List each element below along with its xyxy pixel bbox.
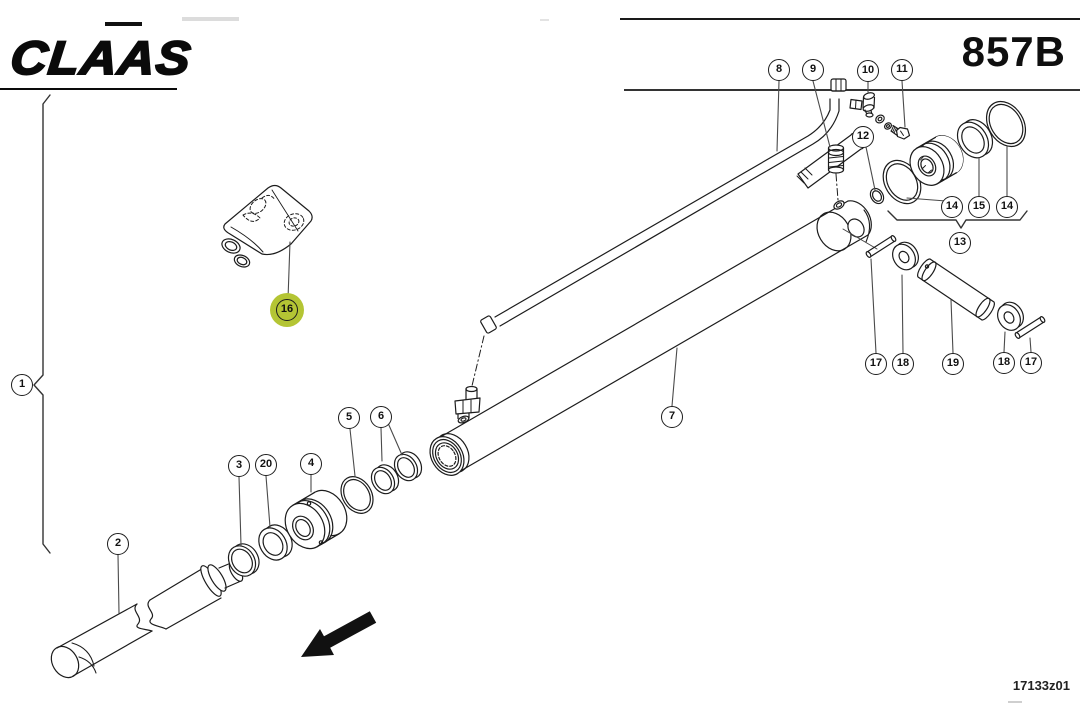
callout-15[interactable]: 15 <box>968 196 990 218</box>
group-bracket-1 <box>33 94 51 554</box>
part-pin-group <box>842 228 1046 339</box>
callout-17[interactable]: 17 <box>865 353 887 375</box>
part-seal-14b <box>985 100 1027 148</box>
header-rule-bottom <box>624 89 1080 91</box>
callout-16[interactable]: 16 <box>276 299 298 321</box>
part-stud-fitting-9 <box>827 144 845 201</box>
callout-14[interactable]: 14 <box>941 196 963 218</box>
page-code: 857B <box>961 28 1066 75</box>
direction-arrow <box>301 611 377 657</box>
callout-1[interactable]: 1 <box>11 374 33 396</box>
part-seal-ring-3 <box>227 543 260 577</box>
callout-11[interactable]: 11 <box>891 59 913 81</box>
callout-2[interactable]: 2 <box>107 533 129 555</box>
callout-5[interactable]: 5 <box>338 407 360 429</box>
callout-17[interactable]: 17 <box>1020 352 1042 374</box>
callout-18[interactable]: 18 <box>993 352 1015 374</box>
scan-artifact-dash <box>182 17 239 21</box>
callout-12[interactable]: 12 <box>852 126 874 148</box>
part-bolt-11 <box>890 124 911 140</box>
scan-artifact-dash <box>1008 701 1022 703</box>
brand-underline <box>0 88 177 91</box>
callout-19[interactable]: 19 <box>942 353 964 375</box>
callout-18[interactable]: 18 <box>892 353 914 375</box>
part-oring-12 <box>869 187 885 205</box>
callout-8[interactable]: 8 <box>768 59 790 81</box>
part-gland-4 <box>284 489 348 550</box>
part-seal-kit-16 <box>221 184 313 268</box>
callout-9[interactable]: 9 <box>802 59 824 81</box>
scan-artifact-dash <box>540 19 549 21</box>
group-bracket-13 <box>887 210 1028 229</box>
callout-4[interactable]: 4 <box>300 453 322 475</box>
callout-20[interactable]: 20 <box>255 454 277 476</box>
callout-13[interactable]: 13 <box>949 232 971 254</box>
part-banjo-10 <box>849 92 892 130</box>
part-barrel-7 <box>429 132 872 476</box>
part-piston <box>909 135 964 186</box>
drawing-number: 17133z01 <box>1012 678 1070 693</box>
leader-lines <box>117 80 1032 614</box>
callout-14[interactable]: 14 <box>996 196 1018 218</box>
part-elbow-fitting <box>454 385 481 424</box>
part-oring-5 <box>340 476 374 514</box>
callout-7[interactable]: 7 <box>661 406 683 428</box>
scan-artifact-dash <box>105 22 142 26</box>
part-backup-rings-6 <box>370 451 423 495</box>
callout-6[interactable]: 6 <box>370 406 392 428</box>
header-rule-top <box>620 18 1080 21</box>
callout-10[interactable]: 10 <box>857 60 879 82</box>
part-guide-ring-20 <box>258 524 293 561</box>
part-pipe-8 <box>470 78 847 391</box>
callout-3[interactable]: 3 <box>228 455 250 477</box>
